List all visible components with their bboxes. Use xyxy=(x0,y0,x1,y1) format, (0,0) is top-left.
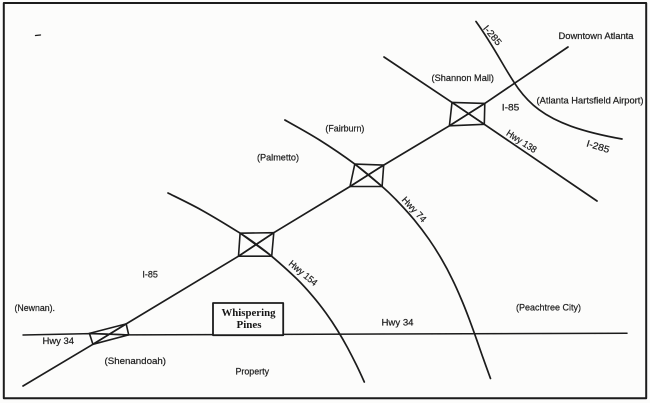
svg-text:I-85: I-85 xyxy=(142,270,158,281)
svg-text:Downtown Atlanta: Downtown Atlanta xyxy=(559,31,635,42)
svg-text:(Newnan).: (Newnan). xyxy=(15,303,56,314)
svg-text:(Palmetto): (Palmetto) xyxy=(257,153,299,164)
svg-text:(Shenandoah): (Shenandoah) xyxy=(105,356,167,367)
svg-text:Hwy 34: Hwy 34 xyxy=(382,318,414,329)
svg-text:(Atlanta Hartsfield Airport): (Atlanta Hartsfield Airport) xyxy=(537,95,644,106)
svg-text:Hwy 34: Hwy 34 xyxy=(43,336,75,347)
svg-text:(Peachtree City): (Peachtree City) xyxy=(516,303,581,314)
svg-text:I-85: I-85 xyxy=(502,103,520,114)
svg-text:(Fairburn): (Fairburn) xyxy=(325,124,364,135)
svg-text:Pines: Pines xyxy=(237,319,263,331)
svg-text:Property: Property xyxy=(236,367,270,378)
svg-text:(Shannon Mall): (Shannon Mall) xyxy=(432,73,495,84)
svg-text:Whispering: Whispering xyxy=(222,307,276,319)
